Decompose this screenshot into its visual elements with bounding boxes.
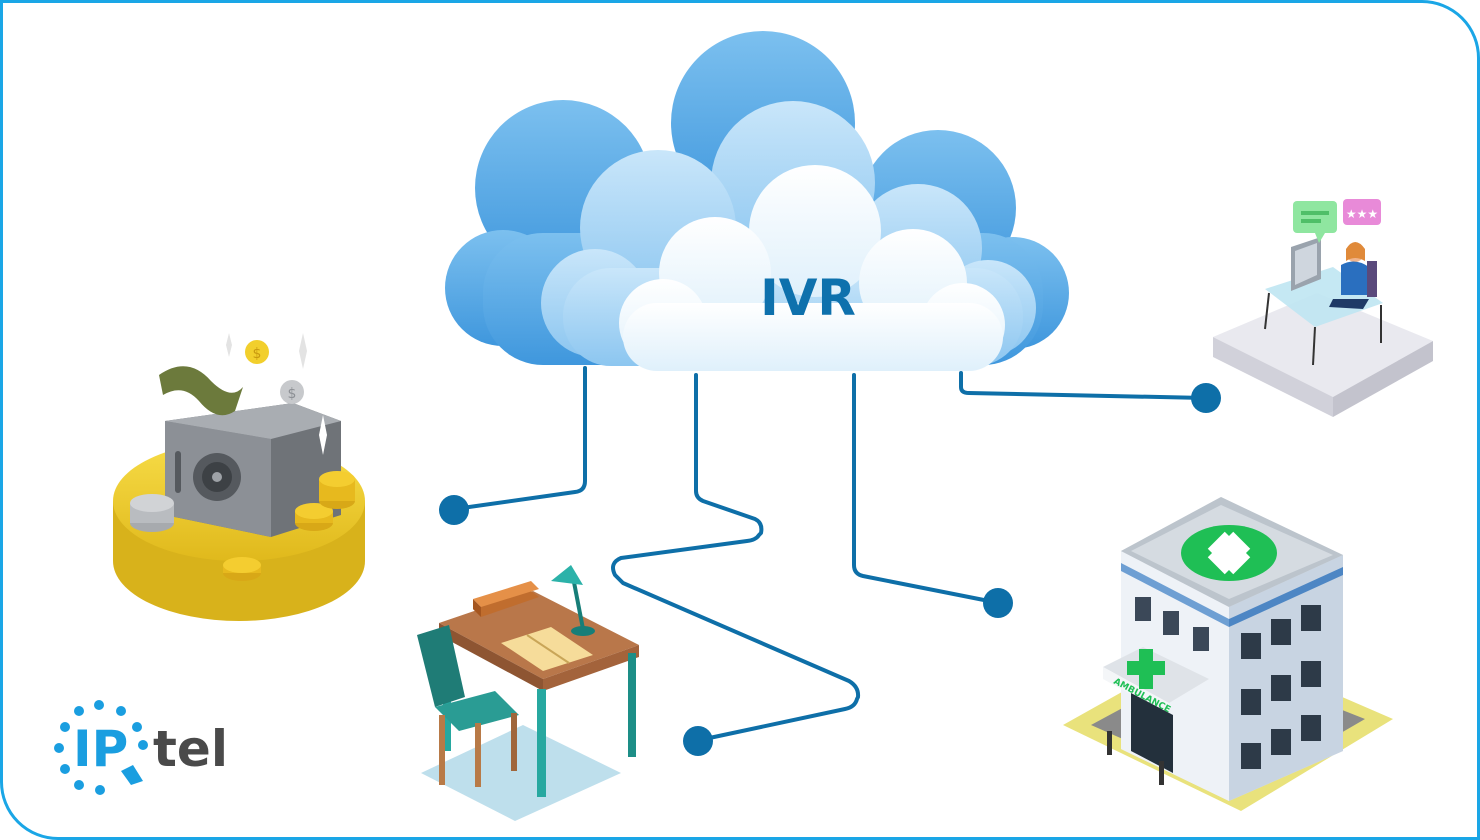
- connector-endpoints: [439, 383, 1221, 756]
- connector-line-study: [611, 373, 861, 742]
- logo-dot-ring-icon: [54, 700, 142, 795]
- hospital-building-icon: AMBULANCE: [1063, 497, 1393, 811]
- endpoint-support: [1191, 383, 1221, 413]
- study-desk-icon: [417, 565, 639, 821]
- connector-line-support: [959, 371, 1207, 400]
- ivr-network-diagram: IVR $ $: [54, 31, 1433, 821]
- svg-text:$: $: [288, 386, 297, 402]
- ivr-cloud-icon: IVR: [445, 31, 1069, 371]
- logo-handset-icon: [121, 765, 143, 785]
- money-safe-icon: $ $: [113, 333, 365, 621]
- iptel-logo: IP tel: [54, 700, 228, 795]
- svg-text:★★★: ★★★: [1346, 207, 1378, 221]
- customer-support-agent-icon: ★★★: [1213, 199, 1433, 417]
- connector-line-bank: [453, 366, 587, 511]
- endpoint-study: [683, 726, 713, 756]
- logo-text-tel: tel: [153, 720, 228, 778]
- connectors: [453, 366, 1207, 742]
- svg-text:$: $: [253, 346, 262, 362]
- endpoint-hospital: [983, 588, 1013, 618]
- connector-line-hospital: [852, 373, 1001, 605]
- logo-text-ip: IP: [73, 720, 128, 778]
- ivr-label: IVR: [760, 269, 856, 327]
- endpoint-bank: [439, 495, 469, 525]
